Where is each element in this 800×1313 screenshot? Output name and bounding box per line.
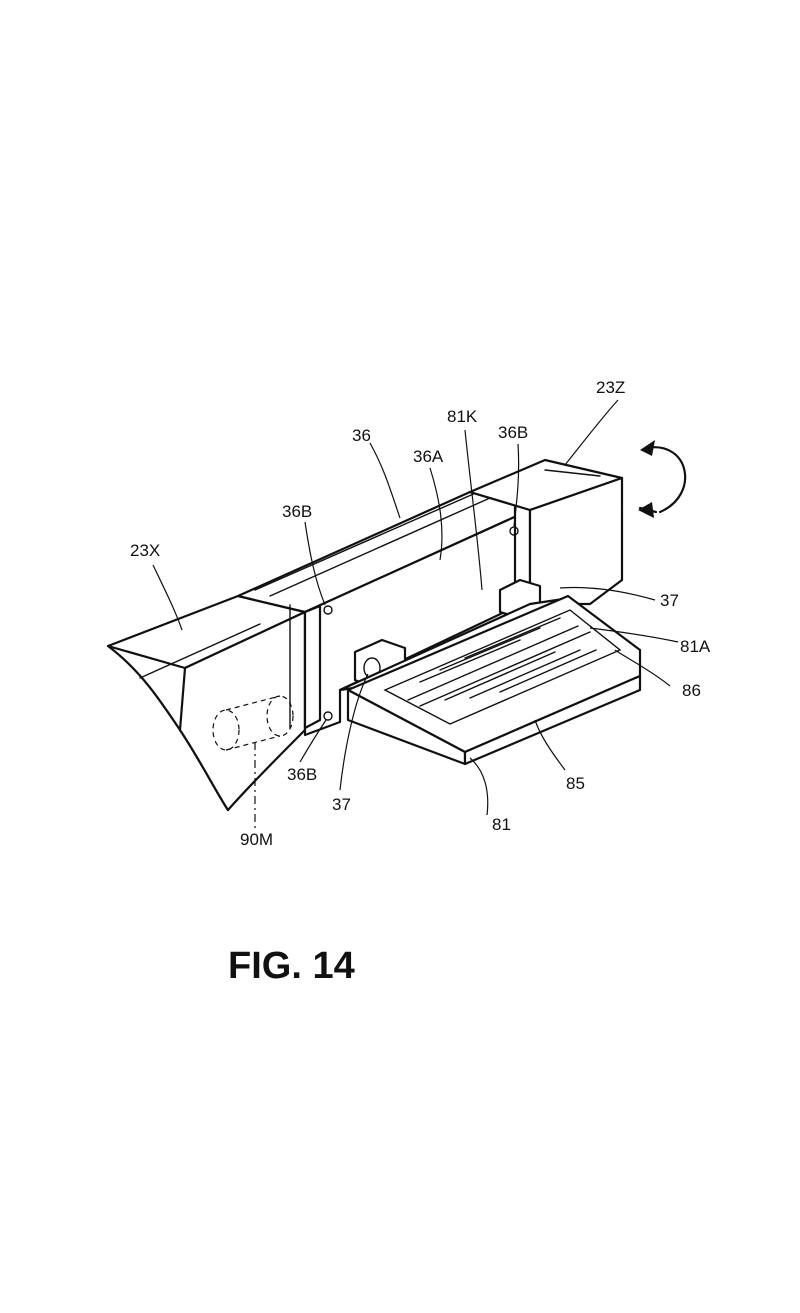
label-81: 81 (492, 815, 511, 834)
label-81a: 81A (680, 637, 711, 656)
label-36b-top: 36B (498, 423, 528, 442)
label-37-right: 37 (660, 591, 679, 610)
label-36: 36 (352, 426, 371, 445)
figure-caption: FIG. 14 (228, 945, 355, 987)
label-86: 86 (682, 681, 701, 700)
rotation-arrow-icon (638, 440, 685, 518)
label-85: 85 (566, 774, 585, 793)
label-37-bottom: 37 (332, 795, 351, 814)
label-36b-left: 36B (282, 502, 312, 521)
label-36b-bottom: 36B (287, 765, 317, 784)
label-23x: 23X (130, 541, 160, 560)
label-36a: 36A (413, 447, 444, 466)
label-23z: 23Z (596, 378, 625, 397)
label-90m: 90M (240, 830, 273, 849)
label-81k: 81K (447, 407, 478, 426)
beam-23x (108, 596, 305, 810)
